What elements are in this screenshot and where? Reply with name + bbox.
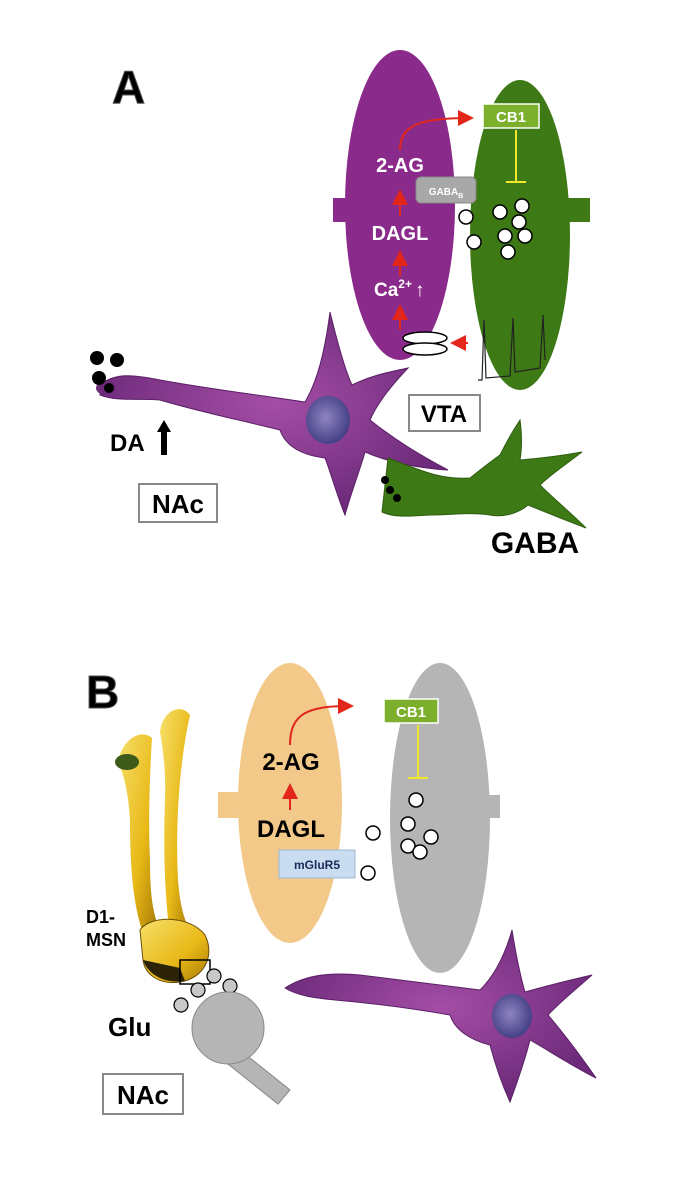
signaling-arrows-a bbox=[392, 110, 474, 351]
gabab-receptor: GABAB bbox=[415, 176, 477, 204]
two-ag-label-b: 2-AG bbox=[262, 749, 319, 776]
gaba-neuron-a bbox=[381, 418, 587, 529]
da-neuron-b-body bbox=[284, 929, 597, 1104]
glu-label: Glu bbox=[108, 1012, 151, 1042]
dopamine-neuron-b bbox=[284, 929, 597, 1104]
da-neuron-b-nucleus bbox=[492, 994, 532, 1038]
cb1-receptor-b: CB1 bbox=[383, 698, 439, 779]
d1-msn-label-line2: MSN bbox=[86, 930, 126, 950]
calcium-channel bbox=[402, 331, 448, 356]
dopamine-vesicles bbox=[90, 351, 124, 393]
nac-box-b bbox=[102, 1073, 184, 1115]
da-neuron-body bbox=[99, 311, 449, 517]
cb1-label-a: CB1 bbox=[496, 109, 526, 126]
panel-b-letter: B bbox=[86, 666, 119, 718]
glutamate-vesicles bbox=[173, 968, 238, 1013]
gaba-vesicles-a bbox=[458, 198, 533, 260]
dagl-label-b: DAGL bbox=[257, 816, 325, 843]
dopamine-neuron-a bbox=[96, 311, 449, 517]
vesicles-b bbox=[360, 792, 439, 881]
panel-b: B 2-AG DAGL CB1 mGluR5 bbox=[86, 663, 597, 1115]
calcium-label: Ca2+↑ bbox=[374, 277, 424, 301]
cb1-receptor-a: CB1 bbox=[482, 103, 540, 183]
gray-cell-body bbox=[390, 663, 490, 973]
vta-box bbox=[408, 394, 481, 432]
mglur5-receptor: mGluR5 bbox=[278, 849, 356, 879]
nac-label-a: NAc bbox=[152, 489, 204, 519]
panel-a-letter: A bbox=[112, 61, 145, 113]
two-ag-label-a: 2-AG bbox=[376, 155, 424, 177]
gabab-label: GABAB bbox=[429, 187, 464, 200]
dagl-label-a: DAGL bbox=[372, 223, 429, 245]
glutamate-terminal bbox=[191, 991, 291, 1105]
panel-a: A 2-AG DAGL Ca2+↑ bbox=[90, 50, 590, 560]
da-neuron-nucleus bbox=[306, 396, 350, 444]
vta-label: VTA bbox=[421, 401, 467, 428]
nac-label-b: NAc bbox=[117, 1080, 169, 1110]
d1-msn-label-line1: D1- bbox=[86, 907, 115, 927]
msn-cell-ellipse bbox=[218, 663, 342, 943]
action-potential-trace bbox=[478, 314, 546, 381]
gaba-neuron-terminals bbox=[381, 476, 401, 502]
signaling-arrows-b bbox=[282, 698, 354, 810]
mglur5-label: mGluR5 bbox=[294, 858, 340, 872]
gaba-label: GABA bbox=[491, 527, 579, 560]
da-up-arrow bbox=[157, 420, 171, 455]
vta-da-cell-ellipse bbox=[333, 50, 455, 360]
cb1-label-b: CB1 bbox=[396, 704, 426, 721]
d1-msn-neuron bbox=[115, 709, 210, 984]
da-label: DA bbox=[110, 430, 145, 457]
presynaptic-cell-ellipse bbox=[390, 663, 500, 973]
gaba-neuron-body bbox=[381, 418, 587, 529]
nac-box-a bbox=[138, 483, 218, 523]
